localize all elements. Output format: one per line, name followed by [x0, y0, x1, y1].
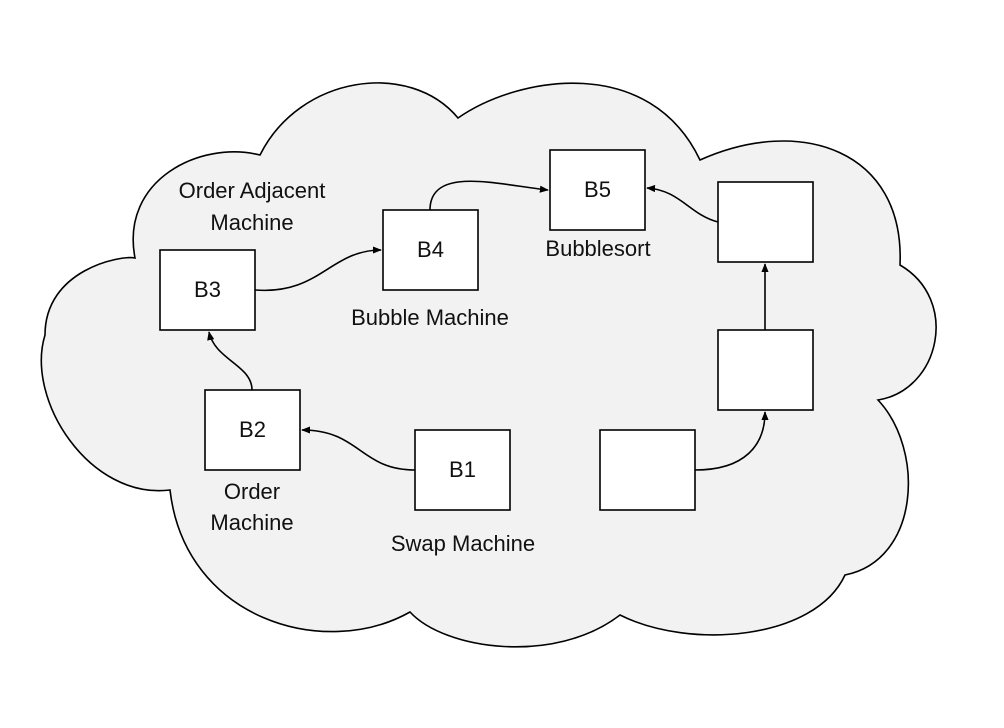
- cloud-shape: [40, 82, 937, 648]
- caption-order-line2: Machine: [210, 510, 293, 535]
- caption-order-adjacent-line1: Order Adjacent: [179, 178, 326, 203]
- node-b5-box: [549, 149, 646, 231]
- node-b5: B5: [549, 149, 646, 231]
- node-b1-box: [414, 429, 511, 511]
- caption-bubblesort: Bubblesort: [545, 236, 650, 261]
- node-b4: B4: [382, 209, 479, 291]
- right-box-top: [717, 181, 814, 263]
- caption-order-adjacent-line2: Machine: [210, 210, 293, 235]
- caption-order-line1: Order: [224, 479, 280, 504]
- node-b3-label: B3: [194, 277, 221, 302]
- edge-rt-to-b5: [646, 184, 719, 223]
- node-right-bottom: [599, 429, 696, 511]
- node-b4-box: [382, 209, 479, 291]
- edge-b1-to-b2: [301, 426, 416, 471]
- node-b2: B2: [204, 389, 301, 471]
- edge-rb-to-rm: [694, 411, 769, 471]
- edge-b2-to-b3: [207, 331, 253, 391]
- node-b4-label: B4: [417, 237, 444, 262]
- node-b1-label: B1: [449, 457, 476, 482]
- caption-swap-machine: Swap Machine: [391, 531, 535, 556]
- node-right-middle: [717, 329, 814, 411]
- node-b3-box: [159, 249, 256, 331]
- caption-bubble-machine: Bubble Machine: [351, 305, 509, 330]
- node-b5-label: B5: [584, 177, 611, 202]
- node-right-top: [717, 181, 814, 263]
- node-b1: B1: [414, 429, 511, 511]
- edge-b4-to-b5: [429, 180, 549, 211]
- edge-b3-to-b4: [254, 246, 382, 292]
- node-b3: B3: [159, 249, 256, 331]
- right-box-middle: [717, 329, 814, 411]
- right-box-bottom: [599, 429, 696, 511]
- node-b2-box: [204, 389, 301, 471]
- node-b2-label: B2: [239, 417, 266, 442]
